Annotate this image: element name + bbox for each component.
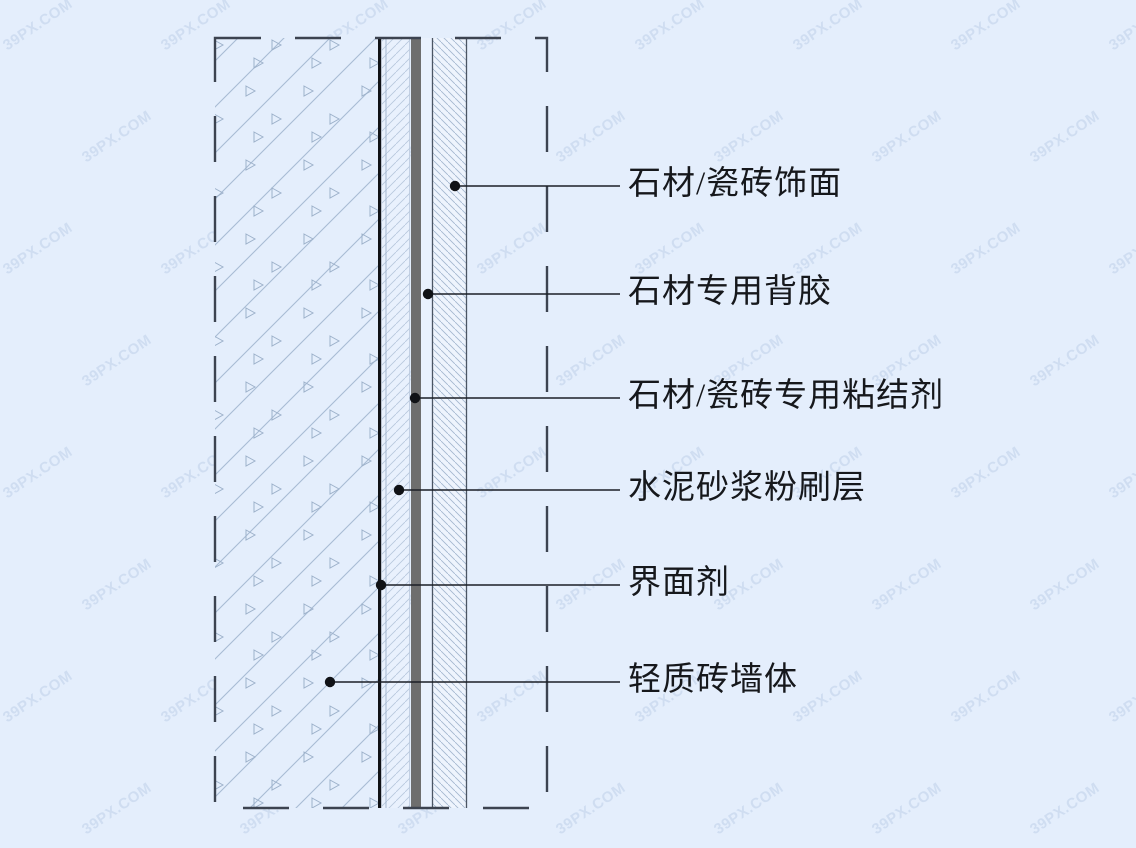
- layer-light-brick-wall: [215, 38, 378, 808]
- callout-interface-agent: 界面剂: [628, 565, 730, 601]
- leader-dot: [449, 180, 461, 192]
- leader-dot: [422, 288, 434, 300]
- layer-interface-agent: [378, 38, 382, 808]
- callout-stone-back-glue: 石材专用背胶: [628, 274, 832, 310]
- callout-light-brick-wall: 轻质砖墙体: [628, 662, 798, 698]
- leader-dot: [324, 676, 336, 688]
- leader-dot: [375, 579, 387, 591]
- layer-stone-tile-adhesive: [411, 38, 421, 808]
- callout-cement-mortar-plaster: 水泥砂浆粉刷层: [628, 470, 866, 506]
- leader-dot: [393, 484, 405, 496]
- layer-cement-mortar-plaster: [382, 38, 410, 808]
- layer-stone-back-glue: [421, 38, 432, 808]
- callout-stone-tile-finish: 石材/瓷砖饰面: [628, 166, 843, 202]
- callout-leader-lines: [324, 180, 620, 688]
- drawing-boundary-dashed: [213, 36, 549, 810]
- leader-dot: [409, 392, 421, 404]
- layer-stone-tile-finish: [431, 38, 468, 808]
- callout-stone-tile-adhesive: 石材/瓷砖专用粘结剂: [628, 378, 945, 414]
